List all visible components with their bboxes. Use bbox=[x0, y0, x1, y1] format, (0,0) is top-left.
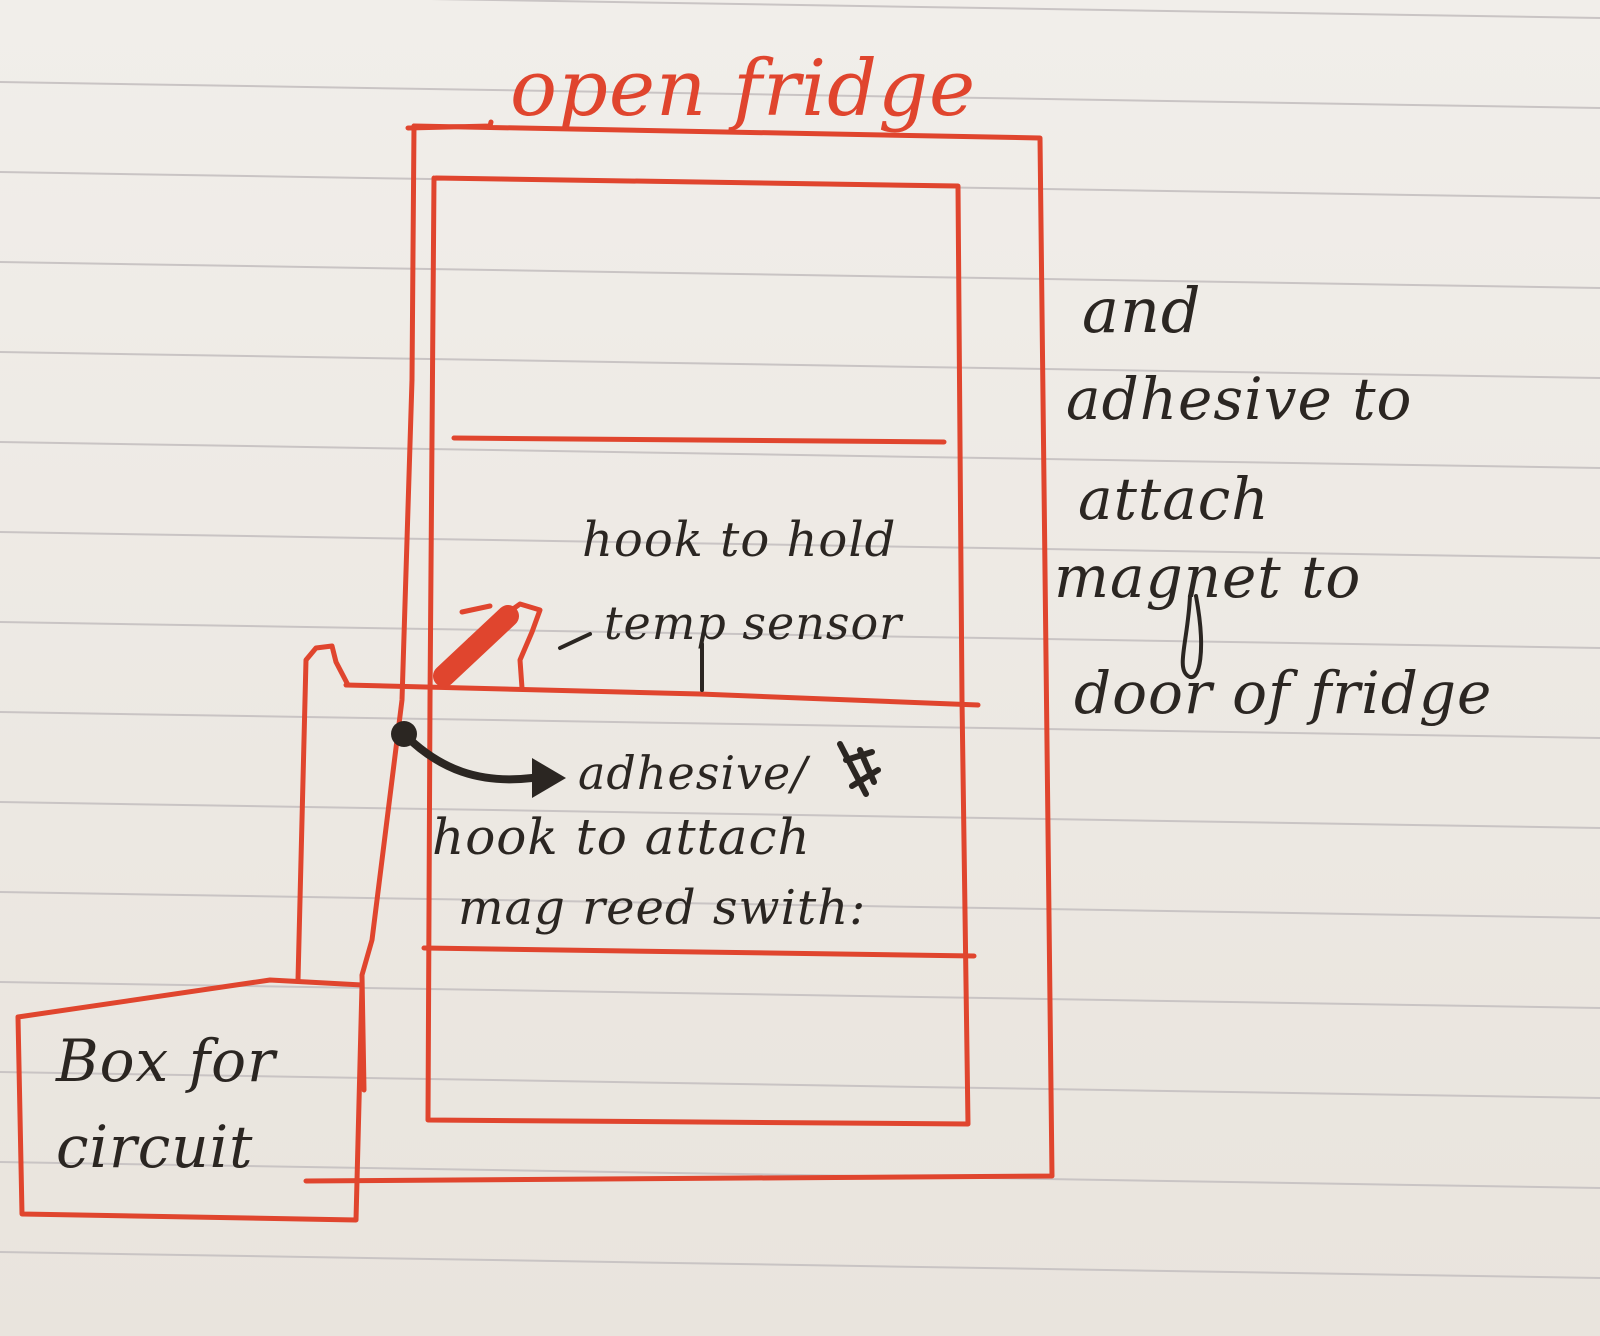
ruled-line bbox=[0, 441, 1600, 469]
ruled-line bbox=[0, 531, 1600, 559]
ruled-line bbox=[0, 711, 1600, 739]
ruled-line bbox=[0, 1161, 1600, 1189]
ruled-line bbox=[0, 621, 1600, 649]
ruled-line bbox=[0, 891, 1600, 919]
shelf-middle bbox=[343, 682, 981, 708]
shelf-bottom bbox=[421, 945, 977, 959]
adhesive-label-line-2: hook to attach bbox=[432, 808, 811, 866]
fridge-outer-frame bbox=[303, 119, 1055, 1184]
hook-label-line-2: temp sensor bbox=[604, 596, 903, 650]
circuit-box-outline bbox=[15, 977, 365, 1223]
side-note-line-1: and bbox=[1082, 274, 1202, 347]
fridge-outer-left-wall bbox=[359, 123, 417, 1093]
ruled-line bbox=[0, 1251, 1600, 1279]
ruled-line bbox=[0, 801, 1600, 829]
wire-to-circuit-box bbox=[295, 643, 351, 983]
ruled-line bbox=[0, 1071, 1600, 1099]
temp-sensor-probe bbox=[433, 605, 519, 687]
ruled-line bbox=[430, 0, 1600, 19]
side-note-line-5: door of fridge bbox=[1074, 659, 1493, 727]
reed-switch-arrow-head bbox=[532, 758, 566, 798]
ruled-line bbox=[0, 81, 1600, 109]
ruled-line bbox=[0, 351, 1600, 379]
reed-switch-arrow-shaft bbox=[400, 730, 536, 784]
shelf-top bbox=[451, 435, 947, 445]
box-label-line-1: Box for bbox=[56, 1027, 276, 1095]
magnet-letter-loop bbox=[1180, 594, 1204, 680]
ruled-line bbox=[0, 261, 1600, 289]
hook-label-line-1: hook to hold bbox=[582, 512, 897, 568]
ruled-lines bbox=[0, 0, 1600, 1279]
adhesive-label-line-3: mag reed swith: bbox=[458, 880, 867, 936]
fridge-inner-compartment bbox=[425, 175, 971, 1127]
hook-label-leader bbox=[558, 632, 592, 650]
side-note-line-2: adhesive to bbox=[1066, 365, 1413, 433]
box-label-line-2: circuit bbox=[56, 1113, 254, 1181]
adhesive-label-line-1: adhesive/ bbox=[578, 746, 808, 800]
title-open-fridge: open fridge bbox=[510, 44, 977, 134]
side-note-line-4: magnet to bbox=[1054, 543, 1362, 611]
reed-switch-dot bbox=[391, 721, 417, 747]
side-note-line-3: attach bbox=[1078, 465, 1270, 533]
ruled-line bbox=[0, 981, 1600, 1009]
temp-sensor-hook bbox=[459, 603, 493, 615]
adhesive-scribble bbox=[837, 741, 881, 797]
